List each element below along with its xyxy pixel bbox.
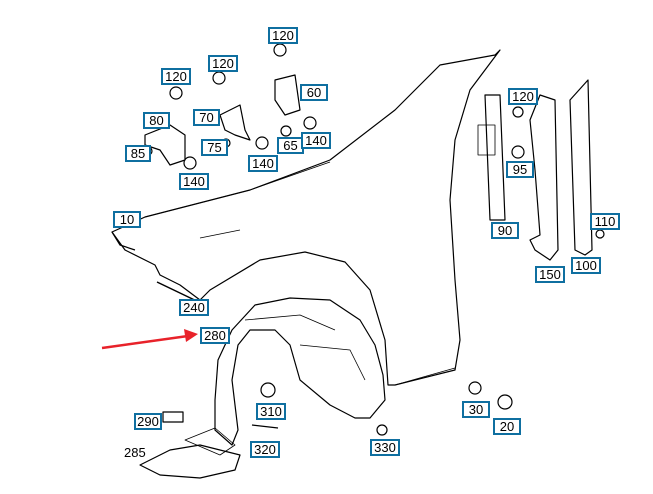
label-280[interactable]: 280 [200,327,230,344]
label-95[interactable]: 95 [506,161,534,178]
label-290[interactable]: 290 [134,413,162,430]
label-30[interactable]: 30 [462,401,490,418]
label-120[interactable]: 120 [268,27,298,44]
highlight-arrow [101,329,198,350]
label-20[interactable]: 20 [493,418,521,435]
bracket-60 [274,74,301,116]
label-75[interactable]: 75 [201,139,228,156]
grommet-140-b [255,136,269,150]
label-100[interactable]: 100 [571,257,601,274]
fastener-120-c [273,43,287,57]
label-240[interactable]: 240 [179,299,209,316]
grommet-140-c [303,116,317,130]
label-140[interactable]: 140 [248,155,278,172]
label-150[interactable]: 150 [535,266,565,283]
lower-liner [139,444,241,479]
bracket-80 [144,124,186,166]
label-110[interactable]: 110 [590,213,620,230]
label-85[interactable]: 85 [125,145,151,162]
label-90[interactable]: 90 [491,222,519,239]
label-285: 285 [124,445,146,460]
fender-panel [111,49,501,386]
panel-150 [529,94,559,261]
label-310[interactable]: 310 [256,403,286,420]
label-65[interactable]: 65 [277,137,304,154]
nut-65 [280,125,292,137]
label-120[interactable]: 120 [208,55,238,72]
grommet-95 [511,145,525,159]
clip-290 [162,411,184,423]
label-140[interactable]: 140 [301,132,331,149]
label-120[interactable]: 120 [161,68,191,85]
label-60[interactable]: 60 [300,84,328,101]
bracket-70 [219,104,251,141]
label-70[interactable]: 70 [193,109,220,126]
seal-100 [569,79,593,256]
wheel-liner [214,297,386,446]
label-10[interactable]: 10 [113,211,141,228]
bolt-30 [468,381,482,395]
nut-310 [260,382,276,398]
fastener-120-d [512,106,524,118]
screw-110 [595,229,605,239]
fastener-120-a [169,86,183,100]
label-140[interactable]: 140 [179,173,209,190]
fastener-120-b [212,71,226,85]
label-80[interactable]: 80 [143,112,170,129]
clip-330 [376,424,388,436]
clip-320 [251,424,279,429]
nut-20 [497,394,513,410]
grommet-140-a [183,156,197,170]
label-320[interactable]: 320 [250,441,280,458]
bracket-90 [484,94,506,221]
label-120[interactable]: 120 [508,88,538,105]
label-330[interactable]: 330 [370,439,400,456]
